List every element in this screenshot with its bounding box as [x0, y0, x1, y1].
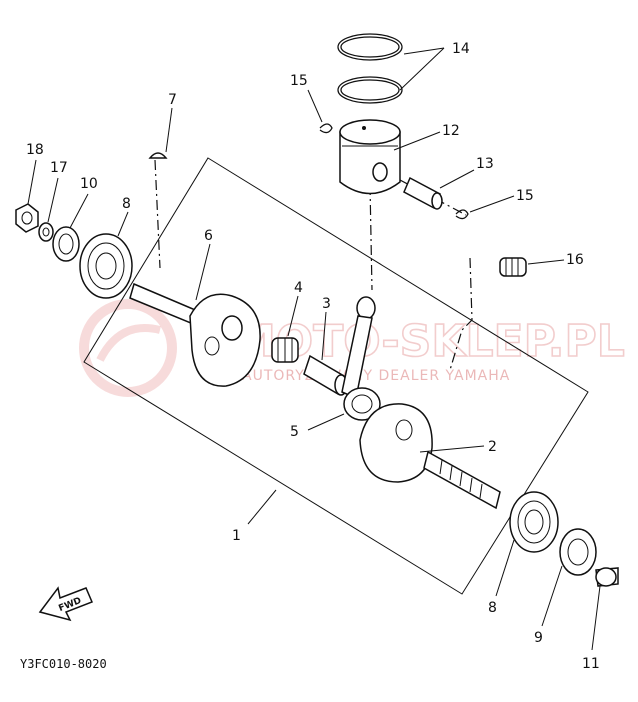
- callout-13: 13: [476, 156, 494, 172]
- oil-seal-right: [559, 528, 597, 576]
- piston-rings: [337, 33, 403, 104]
- callout-15-top: 15: [290, 73, 308, 89]
- piston-axis-line: [369, 184, 373, 291]
- callout-5: 5: [290, 424, 299, 440]
- diagram-code: Y3FC010-8020: [20, 657, 107, 671]
- oil-seal-left: [52, 226, 80, 262]
- leader-lines: [27, 47, 601, 651]
- piston-pin-clip-right: [455, 209, 469, 220]
- callout-14: 14: [452, 41, 470, 57]
- woodruff-key: [148, 152, 168, 159]
- crank-half-left: [129, 282, 261, 387]
- callout-1: 1: [232, 528, 241, 544]
- crank-washer: [38, 222, 54, 242]
- callout-18: 18: [26, 142, 44, 158]
- callout-4: 4: [294, 280, 303, 296]
- bearing-left: [79, 233, 133, 299]
- piston: [339, 119, 401, 195]
- bearing-axis-line: [449, 257, 473, 371]
- callout-7: 7: [168, 92, 177, 108]
- big-end-bearing: [271, 337, 299, 363]
- watermark-subtext: AUTORYZOWANY DEALER YAMAHA: [242, 368, 510, 384]
- callout-15-right: 15: [516, 188, 534, 204]
- callout-numbers: 14 15 12 13 15 16 7 18 17 10 8 6 4 3 5 2…: [26, 41, 600, 672]
- pin-axis-line: [399, 179, 467, 216]
- collar: [595, 567, 619, 587]
- crank-half-right: [359, 403, 501, 510]
- callout-10: 10: [80, 176, 98, 192]
- crank-nut: [15, 203, 39, 233]
- forward-arrow-icon: FWD: [38, 586, 93, 622]
- small-end-bearing: [499, 257, 527, 277]
- connecting-rod: [341, 296, 381, 421]
- callout-11: 11: [582, 656, 600, 672]
- piston-pin: [403, 176, 443, 210]
- callout-12: 12: [442, 123, 460, 139]
- callout-8-right: 8: [488, 600, 497, 616]
- callout-3: 3: [322, 296, 331, 312]
- bearing-right: [509, 491, 559, 553]
- callout-16: 16: [566, 252, 584, 268]
- piston-pin-clip-left: [319, 123, 333, 134]
- crankshaft-assembly-outline: [83, 157, 589, 595]
- callout-9: 9: [534, 630, 543, 646]
- callout-6: 6: [204, 228, 213, 244]
- callout-8-left: 8: [122, 196, 131, 212]
- callout-2: 2: [488, 439, 497, 455]
- key-axis-line: [154, 159, 161, 269]
- callout-17: 17: [50, 160, 68, 176]
